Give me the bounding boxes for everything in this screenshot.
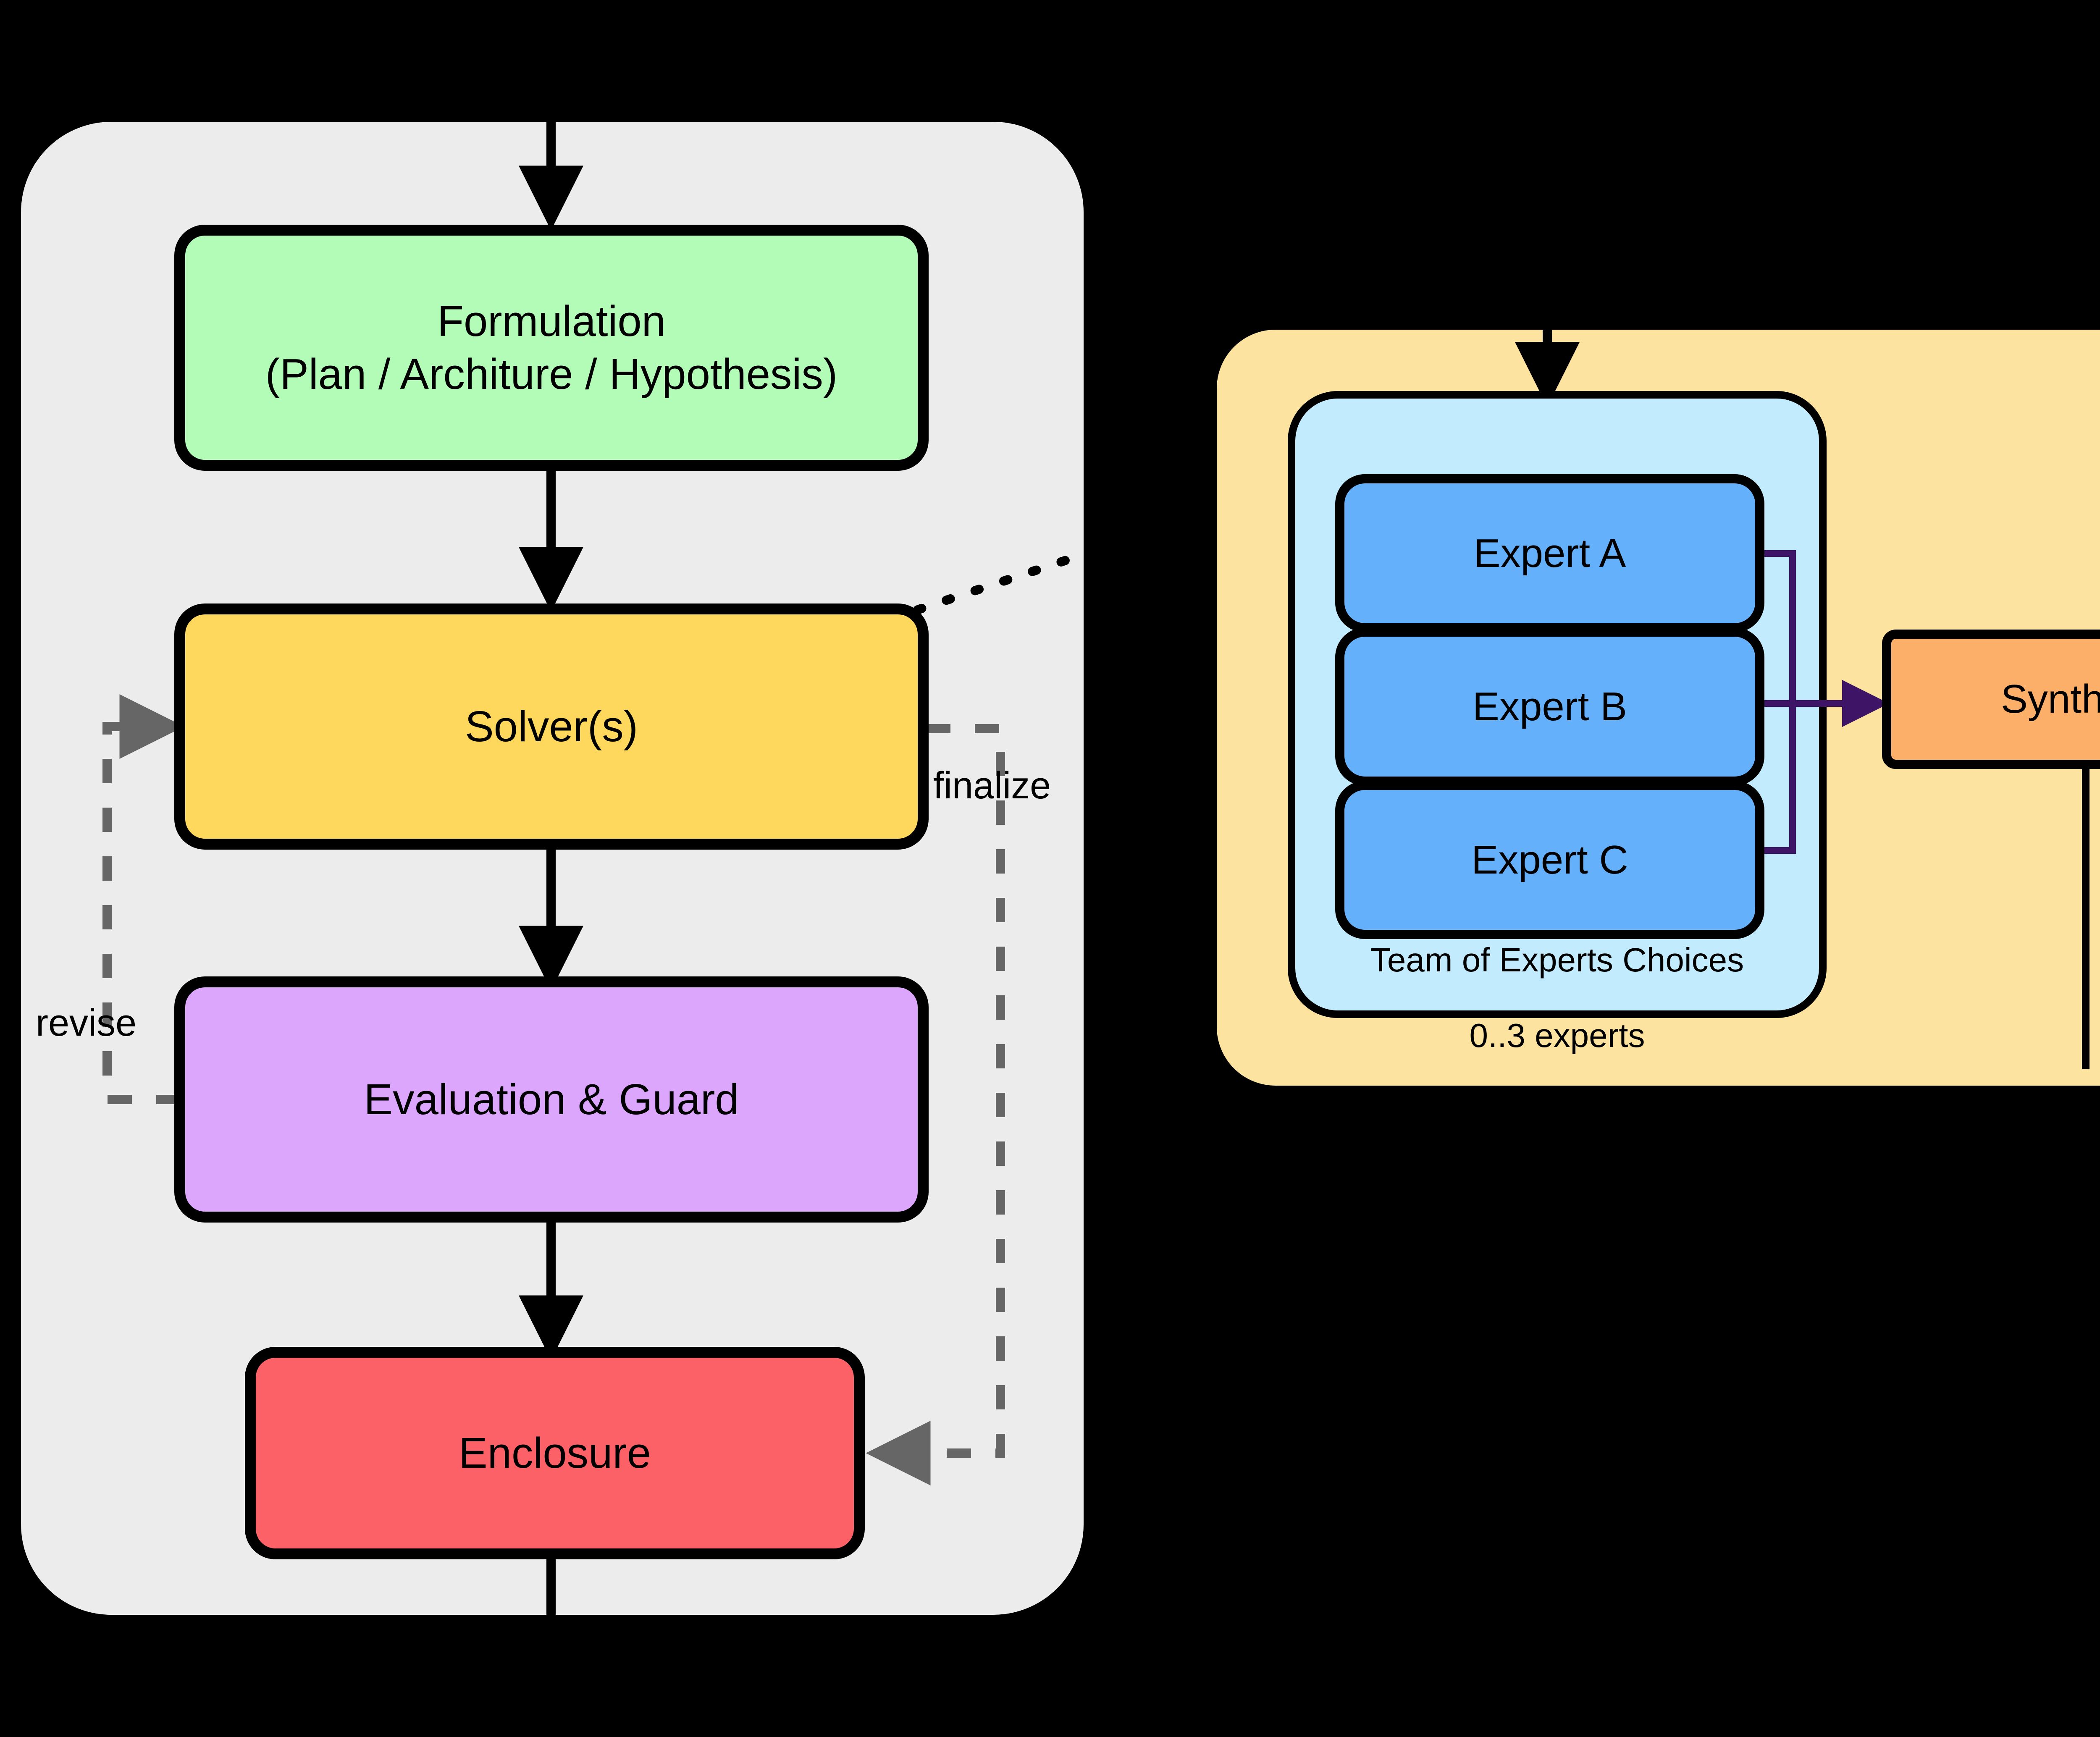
edge-label-finalize: finalize (933, 765, 1051, 807)
edge-label-revise: revise (36, 1002, 137, 1044)
node-formulation-shape[interactable] (174, 225, 929, 471)
node-expert-b-shape[interactable] (1335, 627, 1764, 786)
edge-solver-experts-dotted (913, 546, 1101, 614)
edge-revise-loop (102, 694, 184, 1104)
node-enclosure-shape[interactable] (245, 1347, 865, 1559)
cluster-label-experts-choices: Team of Experts Choices (1370, 941, 1744, 979)
cluster-label-experts-panel: 0..3 experts (1469, 1017, 1645, 1054)
node-solver-shape[interactable] (174, 603, 929, 850)
node-expert-a-shape[interactable] (1335, 474, 1764, 632)
node-synthesis-shape[interactable] (1882, 630, 2100, 769)
node-expert-c-shape[interactable] (1335, 781, 1764, 939)
node-evaluation-shape[interactable] (174, 976, 929, 1223)
